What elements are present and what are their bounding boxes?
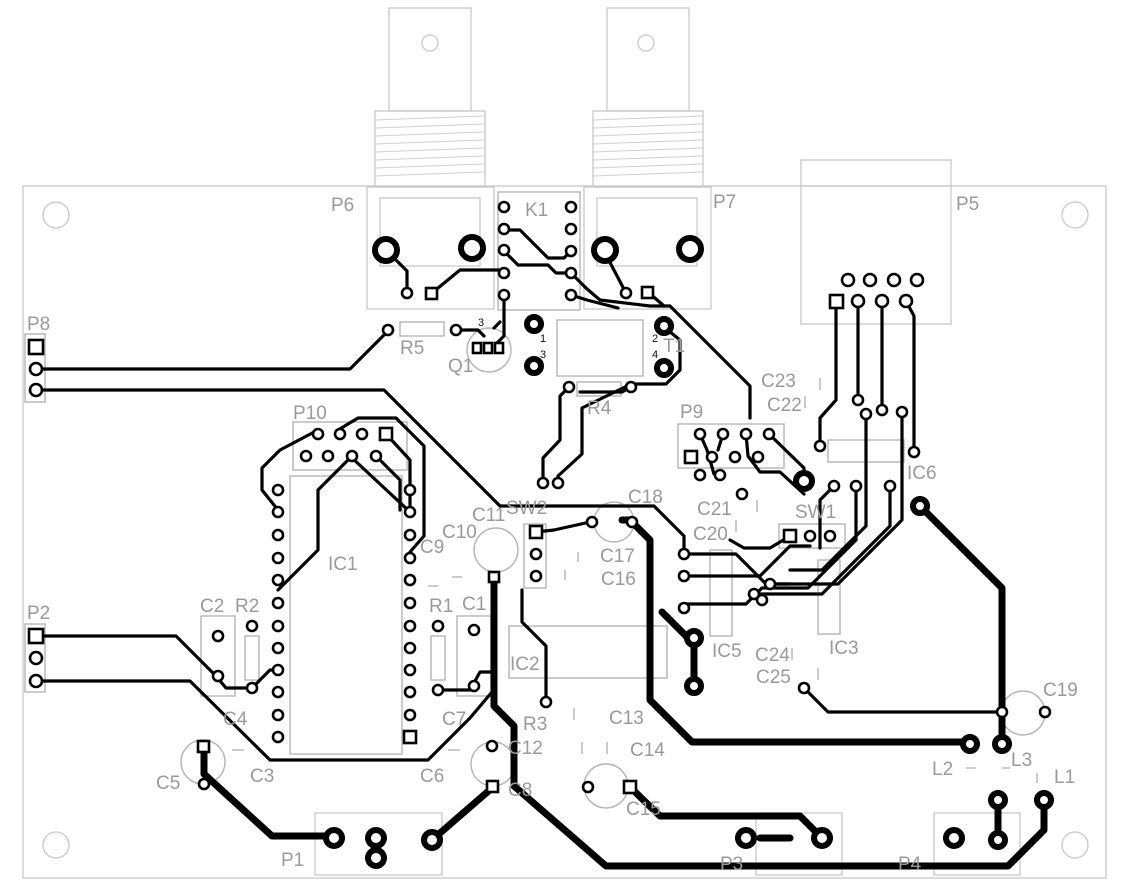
connector-p4-outline — [933, 812, 1021, 876]
reference-labels: P6 K1 P7 P5 P8 R5 Q1 T1 R4 C23 C22 P9 P1… — [27, 192, 1078, 875]
label-p10: P10 — [293, 403, 327, 424]
t1-pin4-number: 4 — [652, 349, 658, 361]
label-r2: R2 — [235, 596, 259, 617]
label-c10: C10 — [442, 522, 477, 543]
label-p1: P1 — [281, 850, 304, 871]
label-r3: R3 — [523, 714, 547, 735]
label-q1: Q1 — [448, 356, 473, 377]
label-c8: C8 — [508, 780, 532, 801]
bnc-connector-p6 — [366, 7, 495, 310]
ic1-outline — [289, 475, 403, 755]
label-c12: C12 — [508, 738, 543, 759]
q1-pin3-number: 3 — [478, 317, 484, 329]
transistor-q1-outline — [466, 327, 512, 373]
label-l2: L2 — [932, 759, 953, 780]
mounting-hole — [42, 831, 70, 859]
label-c20: C20 — [693, 524, 728, 545]
ic2-outline — [508, 625, 668, 679]
label-c18: C18 — [628, 487, 663, 508]
capacitor-c10-outline — [473, 527, 519, 573]
label-c25: C25 — [756, 667, 791, 688]
label-c1: C1 — [462, 594, 486, 615]
label-r1: R1 — [429, 596, 453, 617]
label-p9: P9 — [680, 402, 703, 423]
label-r4: R4 — [587, 398, 612, 419]
header-p9-outline — [677, 423, 785, 469]
label-ic5: IC5 — [712, 641, 742, 662]
label-p2: P2 — [27, 603, 50, 624]
switch-sw1-outline — [778, 523, 846, 549]
label-ic3: IC3 — [829, 638, 859, 659]
label-c2: C2 — [200, 596, 224, 617]
label-c23: C23 — [761, 371, 796, 392]
bnc-connector-p7 — [583, 7, 712, 310]
header-p2-outline — [24, 623, 46, 693]
mounting-hole — [1061, 831, 1089, 859]
label-c15: C15 — [626, 799, 661, 820]
pads — [27, 200, 1054, 869]
mounting-hole — [1061, 201, 1089, 229]
label-p3: P3 — [720, 854, 743, 875]
label-sw1: SW1 — [795, 502, 836, 523]
label-c3: C3 — [250, 766, 274, 787]
label-c9: C9 — [420, 537, 444, 558]
power-traces — [200, 502, 1048, 870]
label-c14: C14 — [630, 740, 665, 761]
label-p7: P7 — [713, 192, 736, 213]
label-c7: C7 — [442, 709, 466, 730]
pin-numbers: 1 2 3 4 3 — [478, 317, 658, 361]
resistor-r2-outline — [244, 635, 260, 681]
ic3-outline — [817, 559, 841, 635]
mounting-hole — [42, 201, 70, 229]
ic5-outline — [709, 549, 733, 637]
label-ic1: IC1 — [328, 554, 358, 575]
switch-sw2-outline — [523, 523, 547, 589]
t1-pin2-number: 2 — [652, 333, 658, 345]
label-p5: P5 — [956, 194, 979, 215]
label-p4: P4 — [898, 854, 922, 875]
transformer-t1-outline — [556, 319, 644, 377]
label-sw2: SW2 — [506, 498, 547, 519]
label-r5: R5 — [400, 338, 424, 359]
label-c4: C4 — [223, 709, 248, 730]
label-c11: C11 — [472, 505, 505, 526]
resistor-r5-outline — [399, 321, 445, 337]
label-ic2: IC2 — [510, 654, 540, 675]
label-c16: C16 — [601, 569, 636, 590]
t1-pin3-number: 3 — [540, 349, 546, 361]
label-t1: T1 — [663, 336, 685, 357]
capacitor-c2-outline — [200, 615, 236, 697]
label-c22: C22 — [767, 395, 802, 416]
label-c6: C6 — [420, 766, 444, 787]
t1-pin1-number: 1 — [540, 333, 546, 345]
label-c13: C13 — [609, 708, 644, 729]
label-c19: C19 — [1043, 680, 1078, 701]
resistor-r1-outline — [430, 635, 446, 681]
label-p8: P8 — [27, 314, 50, 335]
board-outline — [22, 185, 1107, 879]
connector-p5 — [800, 159, 952, 325]
label-c17: C17 — [600, 546, 635, 567]
label-c5: C5 — [156, 773, 180, 794]
label-l3: L3 — [1011, 750, 1032, 771]
label-k1: K1 — [525, 200, 548, 221]
label-l1: L1 — [1054, 767, 1075, 788]
label-c21: C21 — [697, 499, 732, 520]
label-ic6: IC6 — [907, 463, 937, 484]
label-c24: C24 — [755, 645, 790, 666]
label-p6: P6 — [331, 195, 354, 216]
